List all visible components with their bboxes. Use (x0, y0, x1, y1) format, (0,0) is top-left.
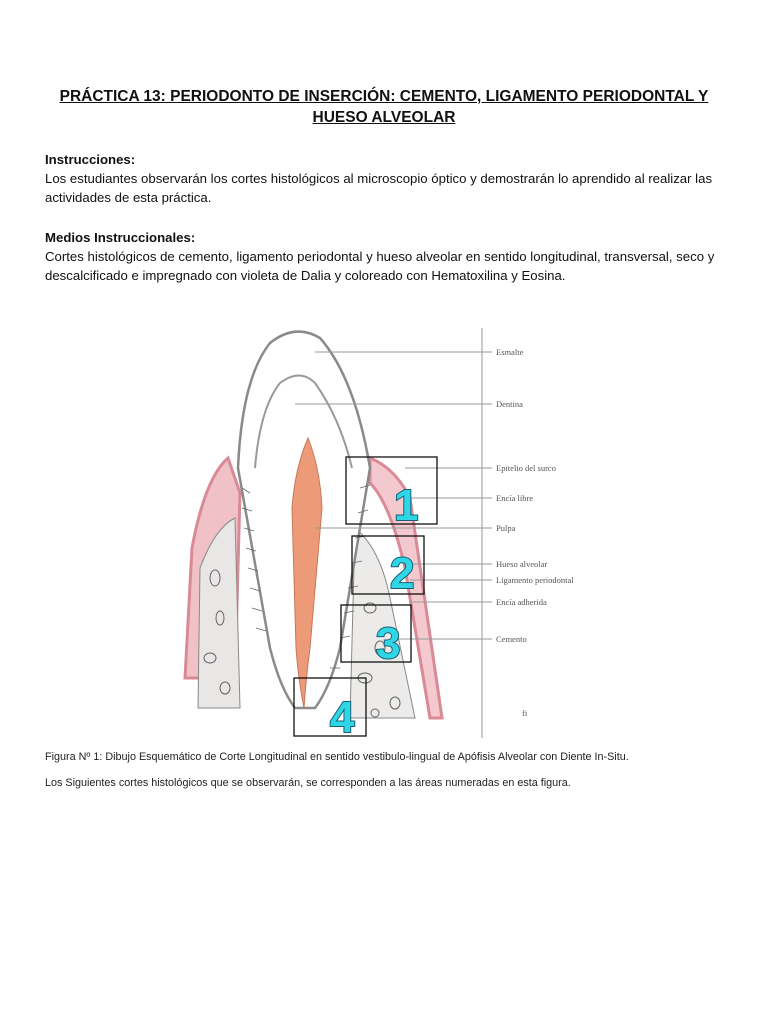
area-box-1 (345, 456, 438, 525)
media-section: Medios Instruccionales: Cortes histológi… (45, 228, 735, 285)
area-box-4 (293, 677, 367, 737)
label-periodontal-ligament: Ligamento periodontal (496, 575, 574, 585)
label-alveolar-bone: Hueso alveolar (496, 559, 547, 569)
media-text: Cortes histológicos de cemento, ligament… (45, 249, 715, 283)
alveolar-bone-left (197, 517, 241, 709)
media-heading: Medios Instruccionales: (45, 230, 196, 245)
dentin-line (254, 374, 353, 469)
pulp (291, 436, 323, 709)
corner-mark: fi (522, 708, 528, 718)
pdl-fibers (241, 484, 371, 669)
area-number-3: 3 (376, 619, 400, 668)
leader-lines (295, 328, 492, 738)
tooth-diagram: Esmalte Dentina Epitelio del surco Encía… (183, 328, 574, 738)
label-dentin: Dentina (496, 399, 523, 409)
gingiva-right (368, 455, 444, 720)
area-box-3 (340, 604, 412, 663)
label-free-gingiva: Encía libre (496, 493, 533, 503)
instructions-section: Instrucciones: Los estudiantes observará… (45, 150, 735, 207)
area-number-2: 2 (390, 549, 414, 598)
label-pulp: Pulpa (496, 523, 516, 533)
area-number-1: 1 (394, 481, 418, 530)
instructions-text: Los estudiantes observarán los cortes hi… (45, 171, 713, 205)
figure-caption: Figura Nº 1: Dibujo Esquemático de Corte… (45, 751, 629, 763)
label-cementum: Cemento (496, 634, 527, 644)
label-sulcular-epithelium: Epitelio del surco (496, 463, 556, 473)
instructions-heading: Instrucciones: (45, 152, 136, 167)
area-number-4: 4 (330, 693, 355, 738)
label-enamel: Esmalte (496, 347, 524, 357)
bone-texture (203, 569, 401, 718)
alveolar-bone-right (349, 526, 416, 719)
label-attached-gingiva: Encía adherida (496, 597, 547, 607)
area-box-2 (351, 535, 425, 595)
page-title: PRÁCTICA 13: PERIODONTO DE INSERCIÓN: CE… (59, 88, 709, 126)
figure-note: Los Siguientes cortes histológicos que s… (45, 777, 571, 789)
